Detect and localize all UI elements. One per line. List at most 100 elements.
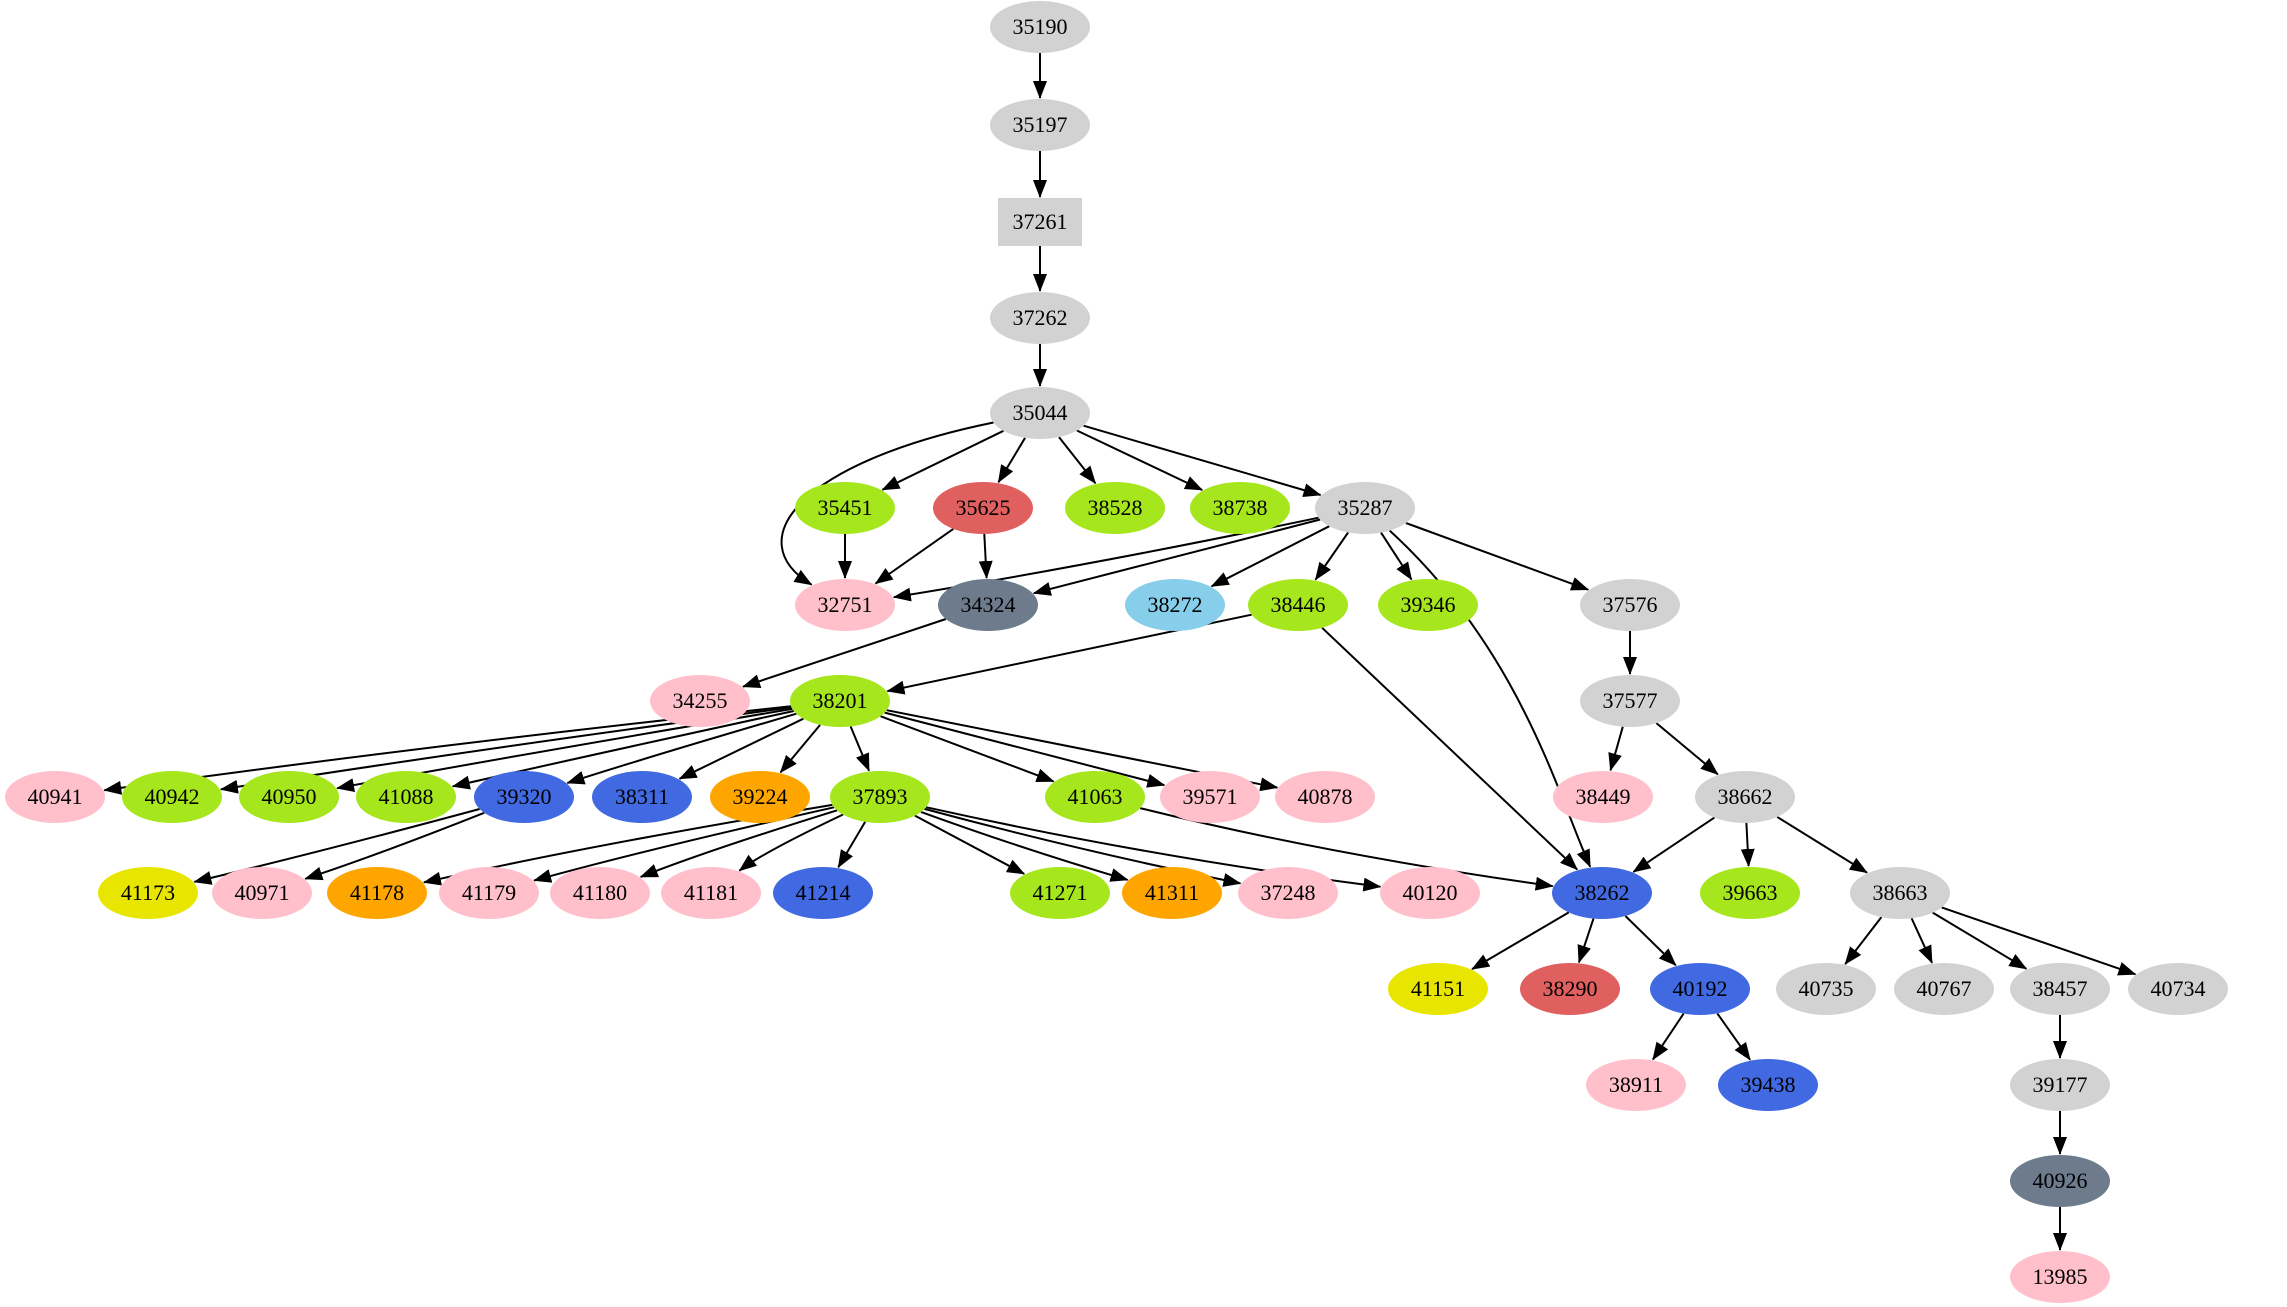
node-label: 41151 bbox=[1411, 976, 1465, 1001]
node-41180: 41180 bbox=[550, 867, 650, 919]
edge-38201-39571 bbox=[884, 711, 1166, 788]
node-38457: 38457 bbox=[2010, 963, 2110, 1015]
node-ellipse-shape bbox=[1580, 579, 1680, 631]
edge-37893-41180 bbox=[639, 809, 838, 878]
node-ellipse-shape bbox=[239, 771, 339, 823]
node-37262: 37262 bbox=[990, 292, 1090, 344]
node-41178: 41178 bbox=[327, 867, 427, 919]
node-40941: 40941 bbox=[5, 771, 105, 823]
node-ellipse-shape bbox=[2010, 1059, 2110, 1111]
node-41179: 41179 bbox=[439, 867, 539, 919]
node-37576: 37576 bbox=[1580, 579, 1680, 631]
node-label: 41271 bbox=[1033, 880, 1088, 905]
node-ellipse-shape bbox=[1380, 867, 1480, 919]
node-ellipse-shape bbox=[830, 771, 930, 823]
node-ellipse-shape bbox=[990, 387, 1090, 439]
edge-39320-40971 bbox=[304, 811, 485, 881]
edge-37577-38662 bbox=[1655, 722, 1719, 776]
node-40926: 40926 bbox=[2010, 1155, 2110, 1207]
node-ellipse-shape bbox=[795, 482, 895, 534]
node-37261: 37261 bbox=[998, 198, 1082, 246]
node-label: 41214 bbox=[796, 880, 851, 905]
node-ellipse-shape bbox=[1190, 482, 1290, 534]
node-ellipse-shape bbox=[773, 867, 873, 919]
node-label: 41179 bbox=[462, 880, 516, 905]
node-41151: 41151 bbox=[1388, 963, 1488, 1015]
edge-35287-37576 bbox=[1405, 522, 1590, 591]
edge-38663-40734 bbox=[1941, 906, 2137, 976]
edge-35044-35625 bbox=[997, 437, 1026, 484]
edge-35287-38272 bbox=[1210, 525, 1330, 588]
node-label: 37262 bbox=[1013, 305, 1068, 330]
node-label: 40941 bbox=[28, 784, 83, 809]
node-38201: 38201 bbox=[790, 675, 890, 727]
edge-38262-41151 bbox=[1471, 911, 1570, 970]
edge-38201-41063 bbox=[880, 715, 1055, 783]
edge-37577-38449 bbox=[1608, 726, 1624, 772]
node-38738: 38738 bbox=[1190, 482, 1290, 534]
edge-37893-41311 bbox=[920, 810, 1129, 882]
edge-35287-39346 bbox=[1380, 532, 1413, 581]
node-ellipse-shape bbox=[1718, 1059, 1818, 1111]
node-label: 35625 bbox=[956, 495, 1011, 520]
node-ellipse-shape bbox=[1388, 963, 1488, 1015]
node-label: 32751 bbox=[818, 592, 873, 617]
node-ellipse-shape bbox=[5, 771, 105, 823]
node-label: 38290 bbox=[1543, 976, 1598, 1001]
edge-38663-40735 bbox=[1844, 916, 1883, 965]
node-ellipse-shape bbox=[1065, 482, 1165, 534]
node-ellipse-shape bbox=[1238, 867, 1338, 919]
node-label: 39177 bbox=[2033, 1072, 2088, 1097]
node-ellipse-shape bbox=[1160, 771, 1260, 823]
node-38662: 38662 bbox=[1695, 771, 1795, 823]
node-ellipse-shape bbox=[650, 675, 750, 727]
node-label: 38911 bbox=[1609, 1072, 1663, 1097]
node-label: 34255 bbox=[673, 688, 728, 713]
node-ellipse-shape bbox=[212, 867, 312, 919]
node-ellipse-shape bbox=[439, 867, 539, 919]
edge-38662-38262 bbox=[1632, 816, 1715, 873]
node-35044: 35044 bbox=[990, 387, 1090, 439]
edge-38201-38311 bbox=[678, 717, 804, 780]
node-label: 38311 bbox=[615, 784, 669, 809]
node-41088: 41088 bbox=[356, 771, 456, 823]
edge-35625-34324 bbox=[978, 533, 993, 579]
node-40735: 40735 bbox=[1776, 963, 1876, 1015]
edge-35287-34324 bbox=[1032, 518, 1321, 596]
edge-40192-38911 bbox=[1652, 1013, 1685, 1061]
node-ellipse-shape bbox=[2128, 963, 2228, 1015]
node-ellipse-shape bbox=[1700, 867, 1800, 919]
node-13985: 13985 bbox=[2010, 1251, 2110, 1303]
node-label: 38663 bbox=[1873, 880, 1928, 905]
node-ellipse-shape bbox=[1248, 579, 1348, 631]
node-label: 40971 bbox=[235, 880, 290, 905]
node-label: 38446 bbox=[1271, 592, 1326, 617]
node-37577: 37577 bbox=[1580, 675, 1680, 727]
node-label: 41173 bbox=[121, 880, 175, 905]
node-label: 41181 bbox=[684, 880, 738, 905]
node-label: 40192 bbox=[1673, 976, 1728, 1001]
node-ellipse-shape bbox=[1650, 963, 1750, 1015]
node-label: 40120 bbox=[1403, 880, 1458, 905]
node-label: 39320 bbox=[497, 784, 552, 809]
node-40120: 40120 bbox=[1380, 867, 1480, 919]
edge-38662-38663 bbox=[1776, 816, 1868, 874]
node-39320: 39320 bbox=[474, 771, 574, 823]
node-ellipse-shape bbox=[327, 867, 427, 919]
node-label: 35287 bbox=[1338, 495, 1393, 520]
node-label: 35190 bbox=[1013, 14, 1068, 39]
node-label: 40735 bbox=[1799, 976, 1854, 1001]
node-38272: 38272 bbox=[1125, 579, 1225, 631]
node-label: 41178 bbox=[350, 880, 404, 905]
edge-35625-32751 bbox=[874, 528, 954, 585]
node-ellipse-shape bbox=[1553, 771, 1653, 823]
node-label: 37577 bbox=[1603, 688, 1658, 713]
edge-38201-39224 bbox=[779, 724, 821, 774]
node-ellipse-shape bbox=[1520, 963, 1620, 1015]
node-41063: 41063 bbox=[1045, 771, 1145, 823]
node-label: 38272 bbox=[1148, 592, 1203, 617]
node-ellipse-shape bbox=[1125, 579, 1225, 631]
node-label: 38528 bbox=[1088, 495, 1143, 520]
node-40878: 40878 bbox=[1275, 771, 1375, 823]
